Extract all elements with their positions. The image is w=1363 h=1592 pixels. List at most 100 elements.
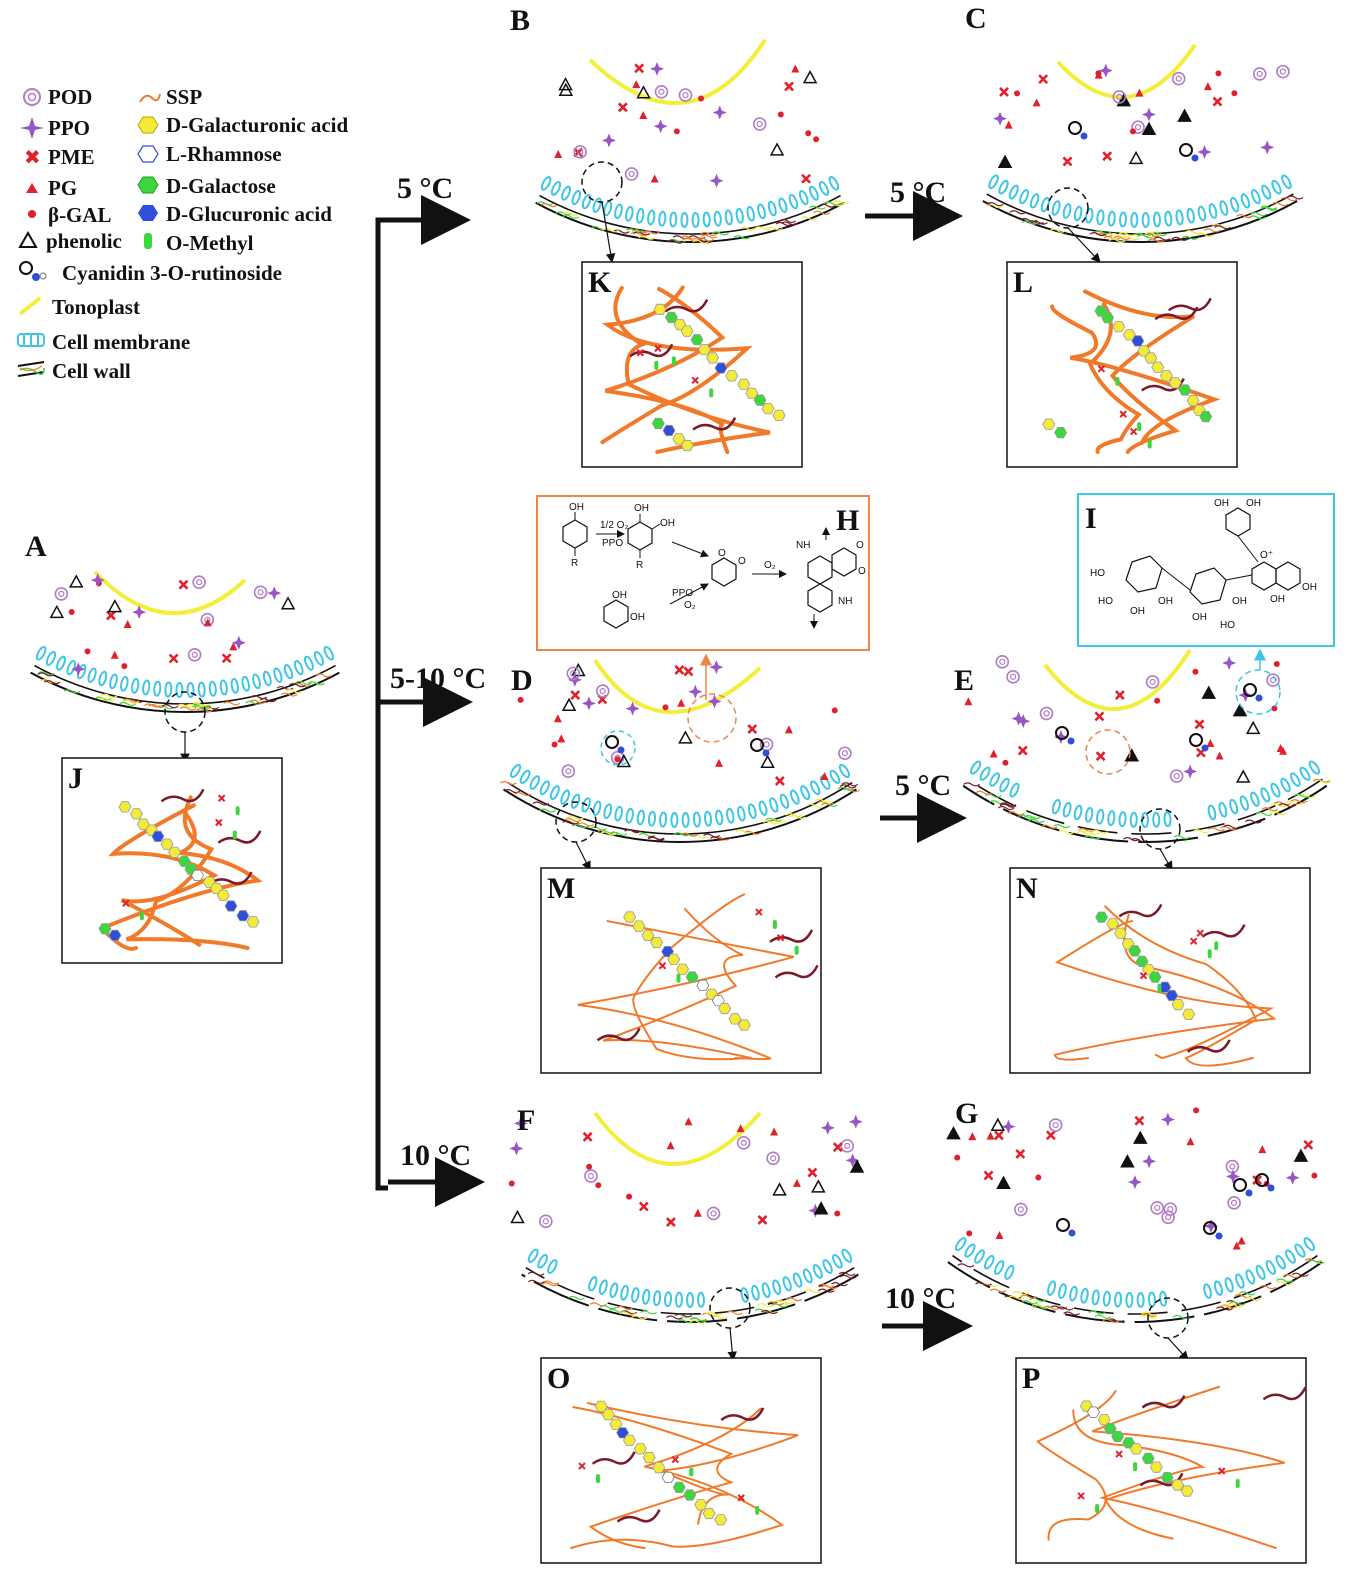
ppo-icon	[267, 586, 282, 601]
monosaccharide-residue	[1151, 361, 1165, 373]
side-chain	[1186, 1039, 1231, 1053]
membrane-coil	[35, 645, 47, 661]
membrane-coil	[631, 1287, 640, 1303]
zoom-connector	[727, 1327, 737, 1362]
membrane-coil	[120, 675, 129, 692]
wall-fibre	[250, 695, 268, 700]
wall-fibre	[705, 1311, 723, 1316]
membrane-coil	[592, 800, 602, 817]
legend-label: PME	[48, 145, 95, 169]
ssp-chain	[1054, 920, 1275, 1060]
wall-fibre	[1102, 1318, 1120, 1323]
pme-icon	[691, 376, 699, 385]
omethyl-icon	[144, 233, 152, 249]
cell-section	[499, 658, 860, 872]
wall-fibre	[776, 1300, 794, 1305]
legend-label: POD	[48, 85, 92, 109]
ppo-icon	[90, 573, 105, 588]
wall-fibre	[757, 1303, 774, 1308]
membrane-coil	[674, 1291, 684, 1308]
wall-fibre	[1261, 807, 1279, 812]
wall-fibre	[37, 672, 55, 677]
membrane-coil	[746, 205, 755, 222]
pg-icon	[123, 619, 132, 628]
membrane-coil	[625, 205, 634, 222]
wall-fibre	[1245, 819, 1262, 824]
membrane-coil	[1107, 810, 1116, 827]
pg-icon	[714, 758, 723, 767]
membrane-coil	[822, 1259, 833, 1274]
membrane-coil	[724, 209, 733, 226]
monosaccharide-residue	[725, 370, 739, 382]
ssp-chain	[1091, 1385, 1286, 1540]
pme-icon	[801, 173, 811, 184]
wall-fibre	[307, 681, 325, 686]
legend-label: O-Methyl	[166, 231, 254, 255]
pme-icon	[168, 653, 179, 664]
pod-icon	[573, 145, 588, 159]
chem-label: O₂	[764, 560, 776, 571]
membrane-coil	[715, 809, 724, 826]
legend-item-pme: ✖ PME	[24, 145, 95, 169]
pod-icon	[253, 585, 268, 600]
pme-icon	[1077, 1492, 1085, 1500]
panel-letter-c: C	[965, 2, 987, 35]
side-chain	[208, 871, 253, 886]
wall-fibre	[1271, 202, 1289, 207]
wall-fibre	[779, 218, 796, 224]
pod-icon	[1052, 1121, 1059, 1129]
wall-fibre	[1269, 811, 1287, 816]
membrane-coil	[1208, 203, 1218, 219]
pg-icon	[964, 697, 973, 706]
wall-fibre	[676, 1319, 694, 1324]
legend-item-omethyl: O-Methyl	[144, 231, 254, 255]
membrane-coil	[303, 655, 314, 671]
wall-fibre	[975, 790, 993, 795]
wall-fibre	[633, 231, 651, 236]
phenolic-icon	[1128, 150, 1144, 165]
wall-fibre	[735, 829, 753, 834]
pod-icon	[1163, 1202, 1178, 1216]
membrane-coil	[751, 1284, 760, 1301]
ppo-icon	[509, 1141, 524, 1156]
pod-icon	[561, 764, 576, 778]
wall-fibre	[618, 1311, 636, 1316]
wall-fibre	[1021, 1300, 1039, 1305]
wall-fibre	[602, 228, 619, 233]
omethyl-icon	[1147, 439, 1152, 449]
pod-icon	[658, 88, 665, 95]
omethyl-icon	[1214, 941, 1219, 951]
cyanidin-icon	[617, 746, 625, 754]
membrane-coil	[812, 1263, 823, 1279]
membrane-coil	[197, 681, 206, 698]
cyanidin-icon	[1201, 744, 1209, 752]
pme-icon	[983, 1170, 994, 1181]
monosaccharide-residue	[685, 971, 699, 983]
wall-fibre	[1260, 206, 1278, 212]
wall-fibre	[98, 697, 116, 702]
omethyl-icon	[1157, 983, 1162, 993]
monosaccharide-residue	[667, 953, 681, 965]
monosaccharide-residue	[772, 409, 786, 422]
legend-item-pg: PG	[26, 176, 77, 200]
wall-fibre	[963, 782, 981, 787]
pme-icon	[634, 63, 645, 74]
membrane-coil	[670, 811, 679, 828]
membrane-coil	[772, 1279, 782, 1295]
pod-icon	[740, 1139, 747, 1146]
membrane-coil	[691, 211, 700, 228]
wall-fibre	[689, 1317, 707, 1322]
ppo-icon	[1225, 1169, 1240, 1184]
membrane-coil	[1029, 193, 1040, 209]
wall-fibre	[245, 700, 262, 705]
bgal-icon	[954, 1154, 961, 1161]
side-chain	[629, 343, 674, 358]
membrane-coil	[87, 667, 97, 683]
ppo-icon	[1016, 714, 1031, 729]
panel-letter-e: E	[954, 664, 974, 697]
membrane-coil	[1186, 207, 1195, 224]
chem-label: OH	[634, 503, 649, 514]
cyanidin-icon	[1243, 683, 1257, 697]
cell-wall-outer	[521, 1273, 859, 1323]
cyanidin-icon	[1189, 733, 1203, 747]
